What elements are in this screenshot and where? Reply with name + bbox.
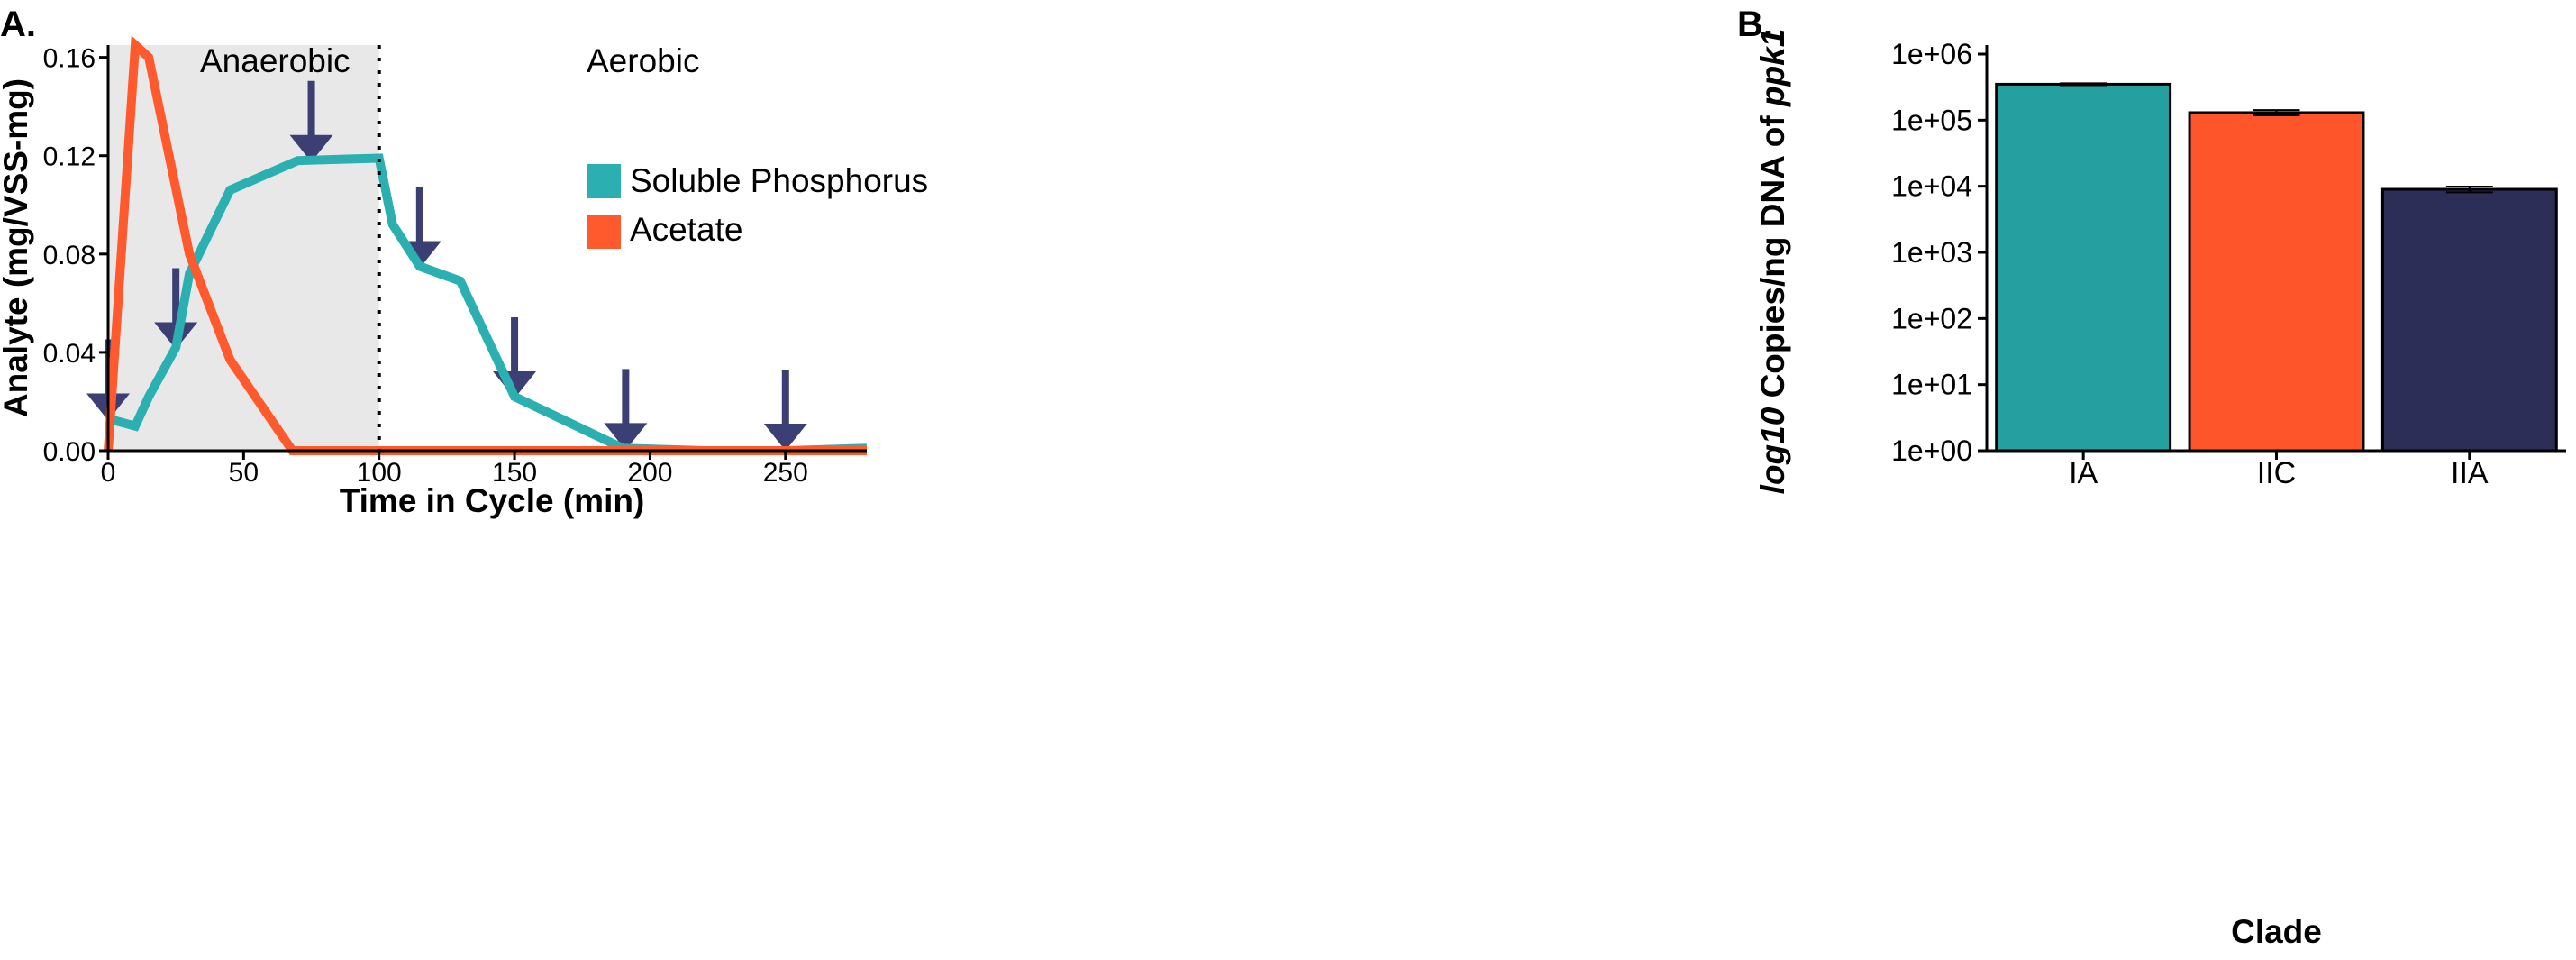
y-tick-label: 1e+02: [1891, 302, 1972, 334]
x-tick-label: 100: [357, 458, 402, 488]
x-axis-ticks: 0 50 100 150 200 250: [101, 451, 808, 488]
panel-b-label: B.: [1737, 5, 1773, 44]
error-bar-IIA: [2445, 185, 2493, 194]
sampling-arrow: [397, 187, 441, 269]
error-bar-IIC: [2253, 109, 2300, 117]
legend-swatch-phosphorus: [587, 164, 621, 198]
legend-label-acetate: Acetate: [630, 211, 742, 248]
x-axis-label-text: Clade: [2231, 913, 2322, 950]
y-tick-label: 1e+01: [1891, 369, 1972, 401]
x-tick-label: 200: [627, 458, 672, 488]
sampling-arrow: [289, 80, 333, 162]
sampling-arrow: [604, 369, 648, 451]
bar-IIC: [2188, 111, 2365, 453]
bars: [1995, 82, 2558, 453]
bar-IA: [1995, 82, 2172, 453]
y-axis-ticks: 1e+00 1e+01 1e+02 1e+03 1e+04 1e+05 1e+06: [1891, 38, 1987, 467]
x-tick-label-IA: IA: [2069, 456, 2098, 490]
x-axis-label: Time in Cycle (min): [340, 482, 645, 519]
y-tick-label: 1e+05: [1891, 104, 1972, 136]
region-label-aerobic: Aerobic: [587, 42, 699, 79]
x-tick-label: 250: [763, 458, 808, 488]
x-axis-ticks: IA IIC IIA: [2069, 451, 2489, 490]
sampling-arrow: [763, 370, 807, 451]
x-axis-label: Clade: [2231, 913, 2322, 950]
y-tick-label: 0.00: [43, 437, 96, 467]
y-axis-label-prefix: log10: [1754, 407, 1791, 494]
region-label-anaerobic: Anaerobic: [200, 42, 350, 79]
x-tick-label: 0: [101, 458, 116, 488]
legend-label-phosphorus: Soluble Phosphorus: [630, 162, 928, 199]
x-tick-label: 150: [492, 458, 537, 488]
y-tick-label: 0.08: [43, 241, 96, 270]
legend: Soluble Phosphorus Acetate: [587, 162, 928, 249]
y-tick-label: 0.04: [43, 339, 96, 369]
panel-b-bar-chart: 1e+00 1e+01 1e+02 1e+03 1e+04 1e+05 1e+06 IA II…: [1754, 29, 2566, 950]
y-axis-label-suffix: ppk1: [1754, 29, 1791, 107]
y-tick-label: 1e+00: [1891, 434, 1972, 467]
y-tick-label: 1e+06: [1891, 38, 1972, 70]
x-tick-label-IIC: IIC: [2257, 456, 2296, 490]
y-tick-label: 0.16: [43, 44, 96, 74]
panel-a-line-chart: 0 50 100 150 200 250 0.00 0.04 0.08 0.12 0.16 Ana…: [0, 35, 928, 519]
y-tick-label: 0.12: [43, 142, 96, 172]
bar-IIA: [2380, 187, 2558, 453]
error-bar-IA: [2060, 82, 2107, 87]
y-axis-label: log10 Copies/ng DNA of ppk1: [1754, 29, 1791, 495]
y-tick-label: 1e+03: [1891, 236, 1972, 269]
y-axis-label: Analyte (mg/VSS-mg): [0, 78, 34, 417]
panel-a-label: A.: [0, 5, 36, 44]
y-axis-label-mid: Copies/ng DNA of: [1754, 106, 1791, 407]
y-tick-label: 1e+04: [1891, 170, 1972, 203]
legend-swatch-acetate: [587, 215, 621, 249]
x-tick-label-IIA: IIA: [2451, 456, 2489, 490]
x-tick-label: 50: [229, 458, 259, 488]
y-axis-ticks: 0.00 0.04 0.08 0.12 0.16: [43, 44, 108, 467]
